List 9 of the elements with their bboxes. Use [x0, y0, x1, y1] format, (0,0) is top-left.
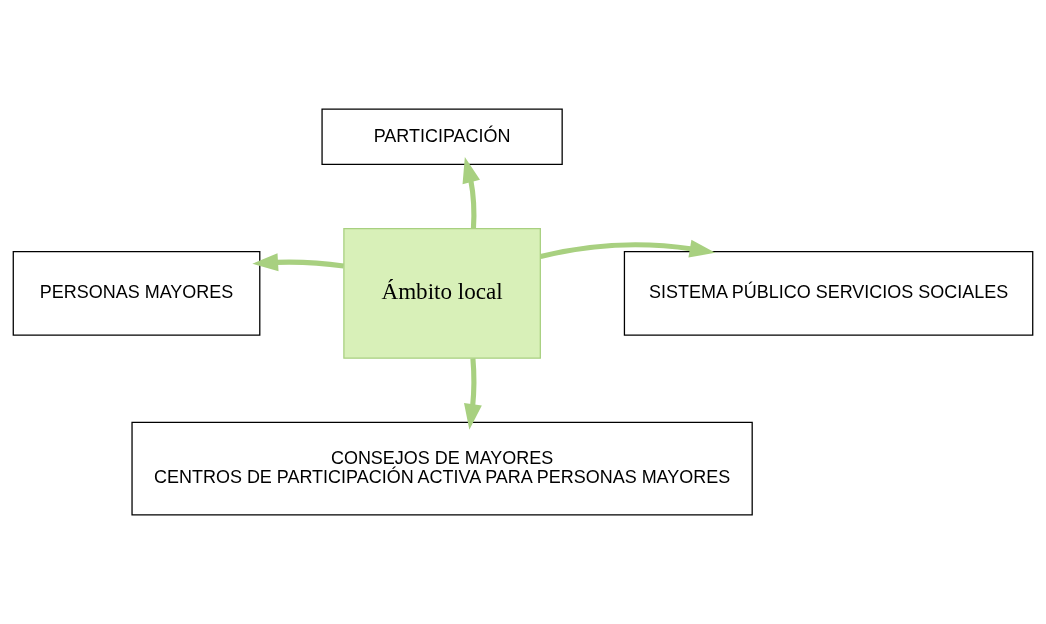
arrow	[462, 156, 480, 229]
node-box: Ámbito local	[343, 227, 541, 359]
node-box: SISTEMA PÚBLICO SERVICIOS SOCIALES	[623, 251, 1034, 336]
node-box: CONSEJOS DE MAYORES CENTROS DE PARTICIPACIÓN ACTIVA PARA PERSONAS MAYORES	[131, 421, 753, 516]
node-box: PERSONAS MAYORES	[12, 251, 261, 336]
arrow	[540, 239, 716, 259]
node-box: PARTICIPACIÓN	[321, 108, 563, 165]
arrow	[252, 253, 344, 272]
arrow	[464, 358, 482, 430]
